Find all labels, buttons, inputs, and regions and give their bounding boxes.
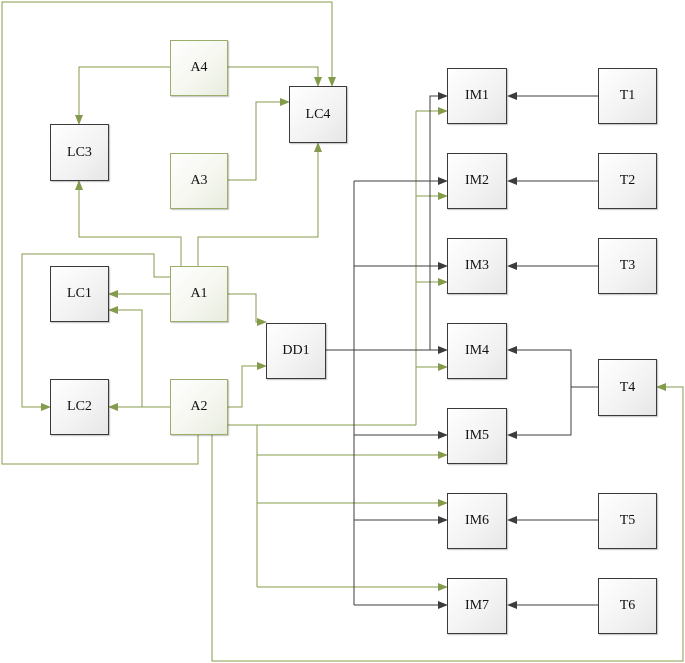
node-t4[interactable]: T4 [598,359,657,416]
node-im3[interactable]: IM3 [447,238,507,294]
node-dd1-label: DD1 [282,343,310,358]
node-t2-label: T2 [619,173,636,188]
node-t1[interactable]: T1 [598,68,657,124]
edge-a1-lc3 [75,180,182,266]
node-lc3[interactable]: LC3 [50,124,109,181]
node-t4-label: T4 [619,379,636,395]
edge-a4-lc3 [75,66,170,125]
node-im4[interactable]: IM4 [447,323,507,379]
node-lc3-label: LC3 [67,144,92,160]
node-im7-label: IM7 [464,598,490,613]
edge-a1-lc4 [197,142,322,266]
node-a3-label: A3 [190,173,208,188]
node-lc1-label: LC1 [67,286,92,301]
node-t6-label: T6 [619,598,636,613]
edge-a1-dd1 [228,293,267,326]
edge-a4-lc4 [228,66,322,87]
edge-a2-dd1 [228,362,267,408]
edge-a2-lc4-loop [1,1,336,465]
node-a1[interactable]: A1 [170,266,228,322]
node-im6[interactable]: IM6 [447,493,507,549]
node-a3[interactable]: A3 [170,153,228,209]
node-t5[interactable]: T5 [598,493,657,549]
node-lc2-label: LC2 [67,399,92,414]
node-im6-label: IM6 [464,513,490,528]
edge-t4-im4 [507,346,572,387]
node-a2-label: A2 [190,399,208,414]
node-im4-label: IM4 [464,343,490,358]
edge-a2-t4-loop [211,383,684,662]
node-a4[interactable]: A4 [170,40,228,96]
node-im3-label: IM3 [464,258,490,273]
node-lc4-label: LC4 [305,106,331,122]
node-lc2[interactable]: LC2 [50,379,109,435]
node-im1[interactable]: IM1 [447,68,507,124]
node-lc4[interactable]: LC4 [289,86,347,143]
edge-a3-lc4 [228,98,290,181]
node-a1-label: A1 [190,286,208,301]
node-im2[interactable]: IM2 [447,153,507,209]
node-t3-label: T3 [619,258,636,273]
edge-a1-lc2 [21,253,170,411]
node-im7[interactable]: IM7 [447,578,507,634]
node-im1-label: IM1 [464,88,490,103]
node-t1-label: T1 [619,88,636,103]
node-a4-label: A4 [190,60,208,75]
node-a2[interactable]: A2 [170,379,228,435]
node-t5-label: T5 [619,513,636,528]
node-dd1[interactable]: DD1 [266,323,326,379]
edge-t4-im5 [507,387,572,439]
node-im2-label: IM2 [464,173,490,188]
dark-bus-im1 [429,92,448,350]
node-im5-label: IM5 [464,428,490,443]
node-t2[interactable]: T2 [598,153,657,209]
node-t3[interactable]: T3 [598,238,657,294]
edge-a2-lc1 [108,306,170,408]
node-t6[interactable]: T6 [598,578,657,634]
node-im5[interactable]: IM5 [447,408,507,464]
node-lc1[interactable]: LC1 [50,266,109,322]
